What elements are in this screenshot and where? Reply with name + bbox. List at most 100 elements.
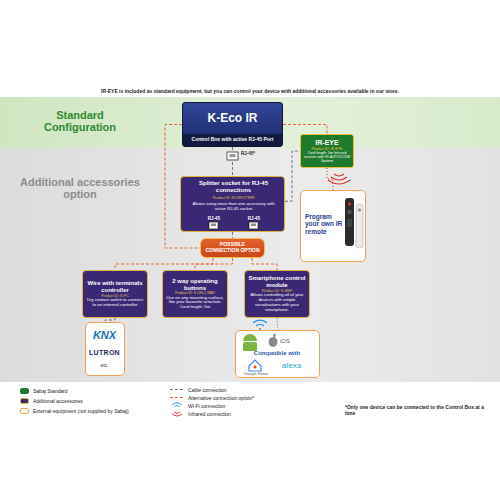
socket-pins bbox=[251, 224, 256, 227]
legend-swatch bbox=[20, 398, 29, 404]
legend-swatch bbox=[20, 408, 29, 414]
accessory-box: Splitter socket for RJ-45 connectionsPro… bbox=[180, 176, 285, 232]
platform-name: iOS bbox=[280, 338, 314, 345]
apple-logo bbox=[269, 334, 278, 348]
legend-row: Sabaj Standard bbox=[20, 388, 67, 394]
legend-text: External equipment (not supplied by Saba… bbox=[33, 408, 129, 414]
wifi-symbol bbox=[253, 320, 267, 330]
port-label: RJ-45 bbox=[203, 216, 225, 221]
accessory-box: 2 way operating buttonsProduct ID: K-ON-… bbox=[162, 270, 228, 318]
legend-text: Alternative connection option* bbox=[188, 395, 254, 401]
home-dot bbox=[254, 366, 257, 369]
wifi-dot bbox=[259, 328, 261, 330]
wifi-arc bbox=[172, 403, 182, 405]
port-label: RJ-45 bbox=[243, 216, 265, 221]
legend-text: Sabaj Standard bbox=[33, 388, 67, 394]
legend-text: Wi-Fi connection bbox=[188, 403, 225, 409]
external-box: Program your own IR remote bbox=[300, 190, 366, 262]
legend-row: External equipment (not supplied by Saba… bbox=[20, 408, 129, 414]
legend-text: Infrared connection bbox=[188, 411, 231, 417]
legend-text: Additional accessories bbox=[33, 398, 83, 404]
description: Allows using more than one accessory wit… bbox=[187, 202, 280, 212]
wifi-arc bbox=[253, 320, 267, 323]
socket-pins bbox=[230, 154, 236, 157]
legend-swatch bbox=[20, 388, 29, 394]
platform-name: Google Home bbox=[236, 372, 276, 377]
legend-line bbox=[170, 389, 184, 390]
connector-line bbox=[327, 168, 333, 190]
brand-logo: KNX bbox=[86, 329, 123, 342]
connector-line bbox=[195, 258, 233, 270]
product-name: Smartphone control module bbox=[247, 275, 307, 289]
port-label: RJ-45* bbox=[241, 151, 271, 156]
apple-body bbox=[269, 337, 278, 347]
brand-logo: LUTRON bbox=[86, 349, 123, 357]
connector-line bbox=[277, 318, 279, 330]
socket-body bbox=[209, 222, 218, 229]
legend-line bbox=[170, 397, 184, 398]
product-subtitle: Control Box with active RJ-45 Port bbox=[183, 134, 282, 146]
ir-arc bbox=[328, 180, 350, 184]
connector-line bbox=[232, 147, 233, 176]
socket-body bbox=[249, 222, 258, 229]
wifi-arc bbox=[256, 324, 264, 326]
remote-button bbox=[347, 210, 351, 214]
remote-keys bbox=[347, 219, 352, 227]
ir-arc bbox=[174, 412, 180, 414]
home-outline bbox=[249, 360, 261, 371]
legend-sample bbox=[170, 410, 184, 417]
box-title: Compatible with bbox=[236, 350, 318, 357]
android-logo bbox=[243, 334, 257, 351]
header-note: IR-EYE is included as standard equipment… bbox=[0, 88, 500, 94]
ir-arc bbox=[334, 174, 344, 176]
apple-leaf bbox=[273, 334, 275, 338]
standard-box: IR-EYEProduct ID: IR-EYECord length: 5m … bbox=[300, 134, 354, 168]
socket-body bbox=[227, 152, 238, 160]
external-box: iOSCompatible withGoogle Homealexa bbox=[235, 330, 320, 378]
product-name: Wire with terminals controller bbox=[85, 280, 145, 294]
connector-line bbox=[105, 318, 115, 322]
legend-text: Cable connection bbox=[188, 387, 227, 393]
box-title: Program your own IR remote bbox=[305, 213, 345, 235]
control-box: K-Eco IRControl Box with active RJ-45 Po… bbox=[182, 102, 283, 147]
remote-button bbox=[358, 209, 361, 212]
ir-arc bbox=[172, 414, 182, 416]
connector-line bbox=[283, 125, 327, 135]
legend-row: Wi-Fi connection bbox=[170, 402, 225, 409]
accessories-band: Additional accessories optionProgram you… bbox=[0, 148, 500, 382]
band-title: Standard Configuration bbox=[20, 109, 140, 133]
product-name: Splitter socket for RJ-45 connections bbox=[185, 180, 282, 194]
band-title: Additional accessories option bbox=[20, 176, 140, 200]
product-name: K-Eco IR bbox=[183, 103, 282, 134]
remote-illustration bbox=[345, 198, 363, 248]
android-body bbox=[243, 342, 257, 351]
rj45-socket bbox=[249, 222, 258, 229]
box-title: POSSIBLE CONNECTION OPTION bbox=[203, 242, 262, 254]
ir-arc bbox=[331, 177, 347, 180]
connector-line bbox=[165, 125, 200, 249]
description: Use on any mounting surface, like your f… bbox=[165, 296, 225, 311]
description: Dry contact switch to connect to an exte… bbox=[85, 298, 145, 308]
android-head bbox=[243, 334, 257, 341]
footnote: *Only one device can be connected to the… bbox=[345, 404, 493, 416]
legend-row: Cable connection bbox=[170, 386, 227, 393]
wifi-arc bbox=[174, 406, 180, 407]
remote-body bbox=[356, 204, 363, 248]
connector-line bbox=[115, 258, 213, 270]
infrared-symbol bbox=[328, 174, 350, 184]
product-id: Product ID: RJ-SPLITTER bbox=[185, 196, 282, 200]
remote-body bbox=[345, 198, 354, 246]
description: Cord length: 5m Infrared receiver with I… bbox=[303, 151, 351, 163]
connector-line bbox=[232, 232, 233, 238]
product-name: 2 way operating buttons bbox=[165, 278, 225, 292]
legend-row: Infrared connection bbox=[170, 410, 231, 417]
google-home-logo bbox=[249, 360, 261, 371]
product-name: IR-EYE bbox=[315, 139, 338, 147]
description: Allows controlling all of your devices w… bbox=[247, 293, 307, 313]
product-id: Product ID: IR-EYE bbox=[312, 147, 343, 151]
legend-sample bbox=[170, 402, 184, 409]
connector-line bbox=[252, 258, 277, 270]
